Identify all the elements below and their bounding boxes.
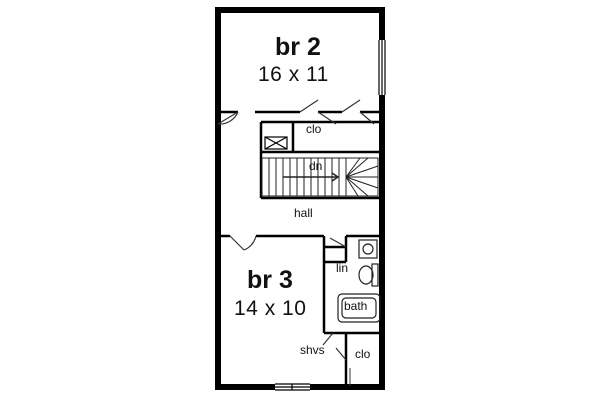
room-dims-br3: 14 x 10 xyxy=(234,297,307,320)
room-label-br3: br 3 xyxy=(247,266,293,294)
room-label-br2: br 2 xyxy=(275,33,321,61)
window-bottom xyxy=(275,383,310,391)
linen-label: lin xyxy=(336,261,349,275)
closet-label-upper: clo xyxy=(306,122,322,136)
bath-label: bath xyxy=(344,299,368,313)
exterior-walls xyxy=(215,7,385,390)
shelves-label: shvs xyxy=(300,343,325,357)
interior-walls xyxy=(218,110,382,387)
stairs xyxy=(261,157,379,197)
bath-fixtures xyxy=(337,239,381,323)
chase-box xyxy=(264,136,288,150)
stairs-down-label: dn xyxy=(309,159,323,173)
window-right xyxy=(378,40,386,95)
closet-label-lower: clo xyxy=(355,347,371,361)
door-swings xyxy=(217,99,375,361)
hall-label: hall xyxy=(294,206,313,220)
room-dims-br2: 16 x 11 xyxy=(258,63,329,86)
